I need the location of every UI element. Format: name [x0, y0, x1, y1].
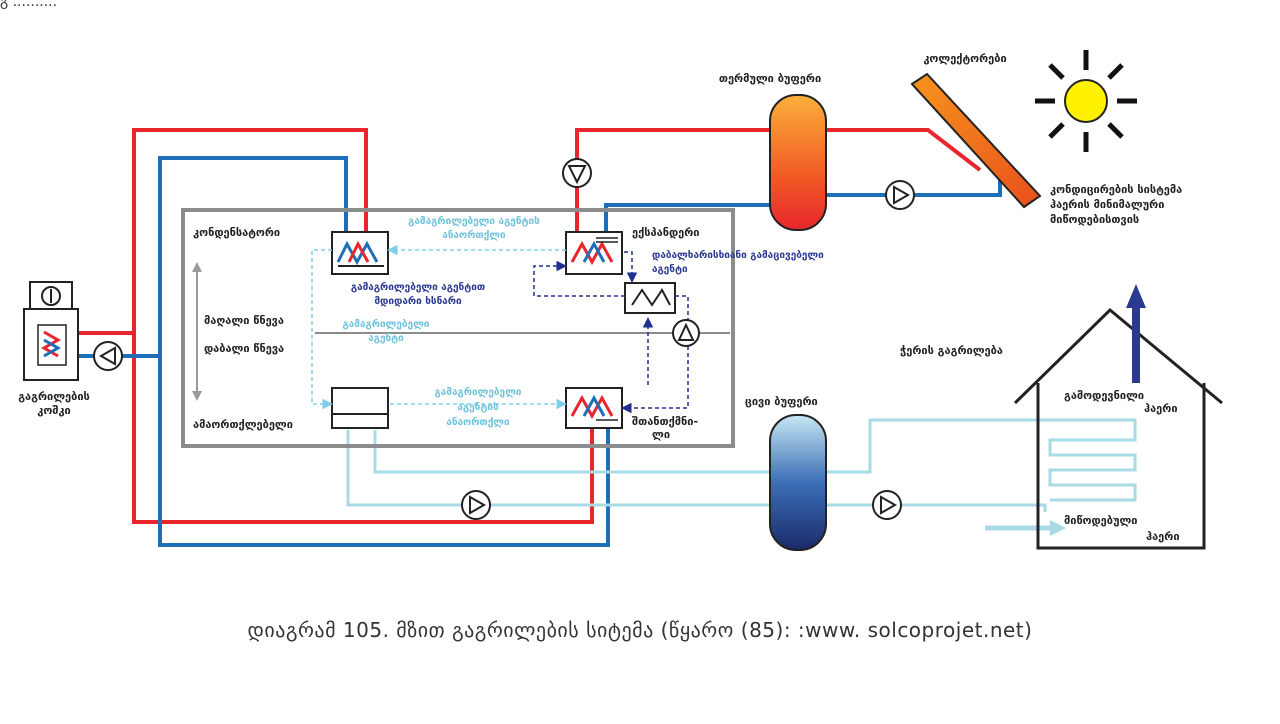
rich-solution-label-2: მდიდარი ხსნარი: [374, 295, 462, 307]
low-pressure-label: დაბალი წნევა: [204, 342, 284, 355]
supply-air-label-1: მიწოდებული: [1064, 514, 1138, 527]
figure-caption: დიაგრამ 105. მზით გაგრილების სიტემა (წყა…: [247, 618, 1033, 642]
cooling-tower-label-2: კოშკი: [37, 404, 70, 417]
refrigerant-return-label-1: გამაგრილებელი აგენტის: [408, 215, 540, 227]
absorber-label-2: ლი: [652, 428, 670, 441]
high-pressure-label: მაღალი წნევა: [204, 314, 284, 327]
solution-dashed-flows: [533, 251, 689, 414]
ceiling-cooling-label: ჭერის გაგრილება: [900, 344, 1003, 357]
conditioning-label-3: მიწოდებისთვის: [1050, 213, 1139, 226]
evaporator-label: ამაორთქლებელი: [193, 418, 293, 431]
pump-cold-loop: [872, 490, 902, 520]
refrigerant-label-1: გამაგრილებელი: [343, 318, 430, 330]
corner-fragment-text: გ ..........: [0, 0, 58, 10]
exhaust-air-label-1: გამოდევნილი: [1064, 389, 1144, 402]
expander-label: ექსპანდერი: [632, 226, 699, 239]
pump-boiler-loop: [93, 341, 123, 371]
rich-solution-label-1: გამაგრილებელი აგენტით: [351, 281, 485, 293]
supply-air-label-2: ჰაერი: [1146, 530, 1180, 543]
conditioning-label-2: ჰაერის მინიმალური: [1050, 198, 1164, 211]
cooling-tower: [23, 281, 79, 381]
cold-buffer-label: ცივი ბუფერი: [745, 395, 818, 408]
condenser-unit: [331, 231, 389, 275]
refrigerant-label-2: აგენტი: [368, 332, 404, 344]
refrigerant-return-label-2: ანაორთქლი: [442, 229, 506, 241]
absorber-unit: [565, 387, 623, 429]
sun-icon: [1035, 50, 1137, 152]
conditioning-label-1: კონდიცირების სისტემა: [1050, 183, 1182, 196]
refrigerant-vapor-label-3: ანაორთქლი: [446, 416, 510, 428]
thermal-buffer-label: თერმული ბუფერი: [719, 72, 821, 85]
pump-solution: [672, 319, 700, 347]
pump-collector-loop: [885, 180, 915, 210]
absorber-label-1: შთანთქმნი-: [632, 415, 698, 428]
collectors-label: კოლექტორები: [923, 52, 1006, 65]
pump-generator-loop: [562, 158, 592, 188]
boiler-cold-loop: [72, 156, 610, 547]
refrigerant-vapor-label-1: გამაგრილებელი: [435, 386, 522, 398]
pump-chilled-loop: [461, 490, 491, 520]
low-grade-refrigerant-label-2: აგენტი: [652, 263, 688, 275]
house: [1013, 307, 1223, 550]
boiler-hot-loop: [72, 128, 594, 524]
refrigerant-vapor-label-2: აგენტის: [457, 401, 499, 413]
low-grade-refrigerant-label-1: დაბალხარისხიანი გამაცივებელი: [652, 249, 824, 261]
evaporator-unit: [331, 387, 389, 429]
solar-collector: [910, 72, 1042, 209]
thermal-buffer-tank: [769, 94, 827, 231]
exhaust-air-label-2: ჰაერი: [1144, 402, 1178, 415]
refrigerant-dashed-flows: [311, 244, 567, 410]
exhaust-air-arrow: [1132, 305, 1140, 383]
cooling-tower-label-1: გაგრილების: [18, 390, 90, 403]
generator-unit: [565, 231, 623, 275]
condenser-label: კონდენსატორი: [193, 226, 280, 239]
absorption-chiller-frame: [181, 208, 735, 448]
heat-exchanger-unit: [624, 282, 676, 314]
cold-buffer-tank: [769, 414, 827, 551]
